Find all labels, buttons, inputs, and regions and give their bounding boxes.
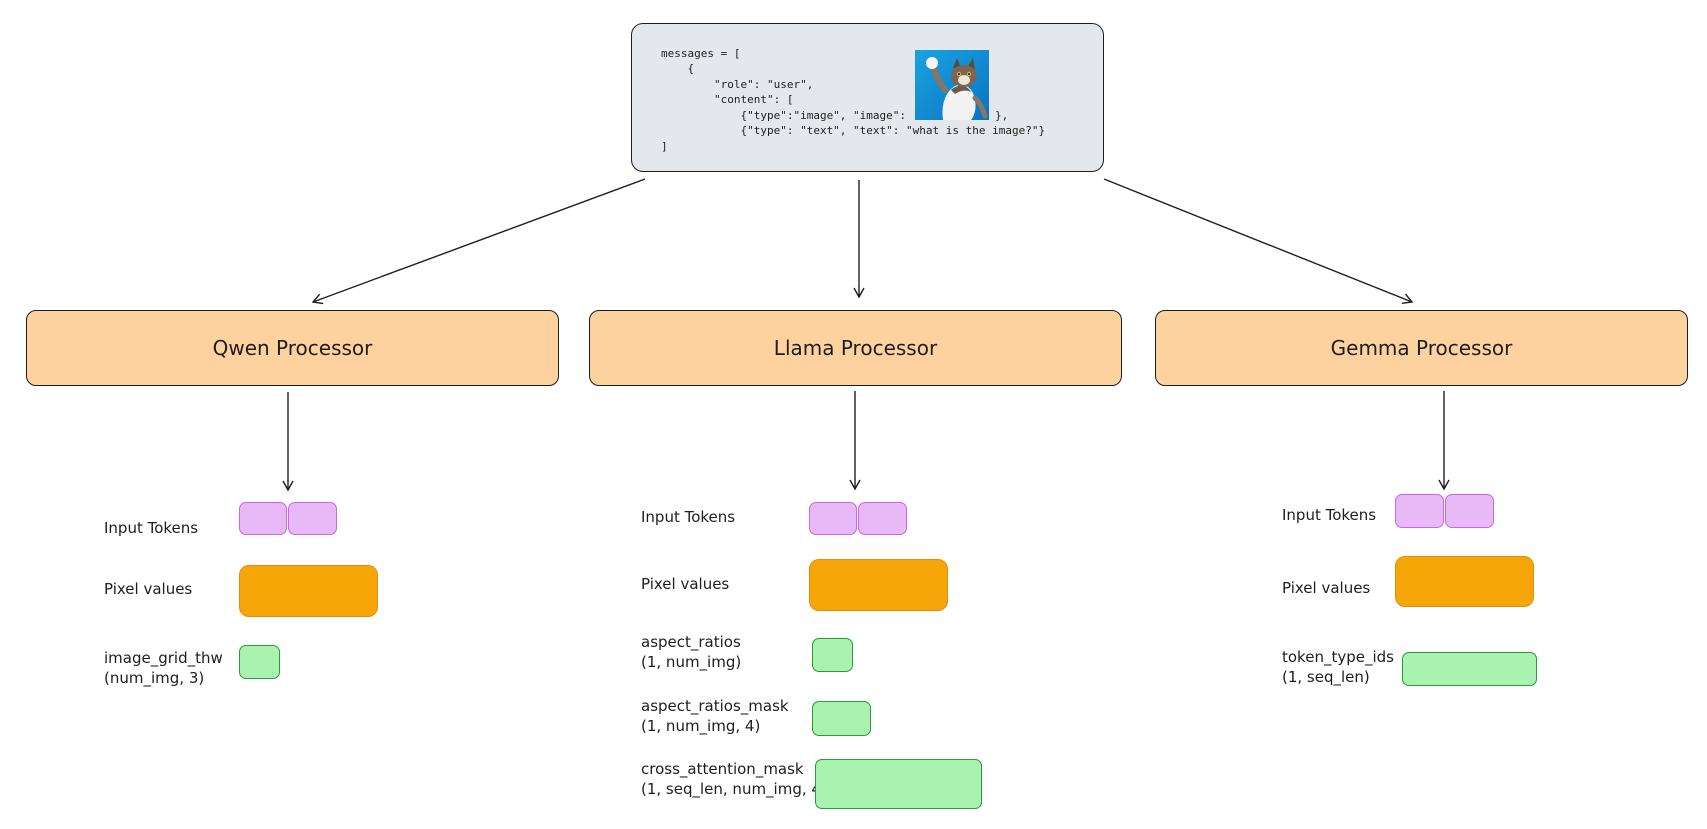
- llama-token-block: [858, 502, 907, 535]
- arrow-to-qwen: [311, 178, 646, 305]
- qwen-pixel-values-block: [239, 565, 378, 617]
- llama-cross-attention-mask-shape: (1, seq_len, num_img, 4): [641, 780, 827, 798]
- llama-aspect-ratios-block: [812, 638, 853, 672]
- gemma-processor-box: Gemma Processor: [1155, 310, 1688, 386]
- qwen-image-grid-thw-label: image_grid_thw: [104, 649, 223, 667]
- code-line: messages = [: [661, 47, 741, 60]
- gemma-processor-title: Gemma Processor: [1330, 336, 1513, 360]
- gemma-input-tokens-label: Input Tokens: [1282, 506, 1377, 524]
- qwen-token-block: [288, 502, 337, 535]
- qwen-processor-box: Qwen Processor: [26, 310, 559, 386]
- llama-cross-attention-mask-label: cross_attention_mask: [641, 760, 804, 778]
- messages-code-box: messages = [ { "role": "user", "content"…: [631, 23, 1104, 172]
- cat-image: [915, 50, 989, 120]
- qwen-pixel-values-label: Pixel values: [104, 580, 193, 598]
- code-line: },: [995, 109, 1009, 122]
- code-line: "role": "user",: [661, 78, 814, 91]
- llama-aspect-ratios-mask-block: [812, 701, 871, 736]
- qwen-image-grid-thw-shape: (num_img, 3): [104, 669, 205, 687]
- llama-processor-box: Llama Processor: [589, 310, 1122, 386]
- llama-processor-title: Llama Processor: [773, 336, 938, 360]
- llama-aspect-ratios-mask-shape: (1, num_img, 4): [641, 717, 761, 735]
- llama-aspect-ratios-shape: (1, num_img): [641, 653, 742, 671]
- gemma-pixel-values-label: Pixel values: [1282, 579, 1371, 597]
- gemma-token-type-ids-shape: (1, seq_len): [1282, 668, 1370, 686]
- qwen-token-block: [239, 502, 287, 535]
- gemma-token-type-ids-label: token_type_ids: [1282, 648, 1394, 666]
- llama-aspect-ratios-label: aspect_ratios: [641, 633, 741, 651]
- llama-pixel-values-block: [809, 559, 948, 611]
- gemma-pixel-values-block: [1395, 556, 1534, 607]
- llama-pixel-values-label: Pixel values: [641, 575, 730, 593]
- llama-input-tokens-label: Input Tokens: [641, 508, 736, 526]
- code-line: "content": [: [661, 93, 794, 106]
- code-line: {: [661, 62, 695, 75]
- llama-aspect-ratios-mask-label: aspect_ratios_mask: [641, 697, 789, 715]
- code-line: ]: [661, 140, 668, 153]
- qwen-processor-title: Qwen Processor: [212, 336, 373, 360]
- llama-cross-attention-mask-block: [815, 759, 982, 809]
- qwen-image-grid-thw-block: [239, 645, 280, 679]
- code-line: {"type":"image", "image":: [661, 109, 907, 122]
- qwen-input-tokens-label: Input Tokens: [104, 519, 199, 537]
- code-line: {"type": "text", "text": "what is the im…: [661, 124, 1046, 137]
- arrow-to-gemma: [1103, 178, 1414, 304]
- gemma-token-block: [1395, 494, 1444, 528]
- gemma-token-block: [1445, 494, 1494, 528]
- llama-token-block: [809, 502, 857, 535]
- gemma-token-type-ids-block: [1402, 652, 1537, 686]
